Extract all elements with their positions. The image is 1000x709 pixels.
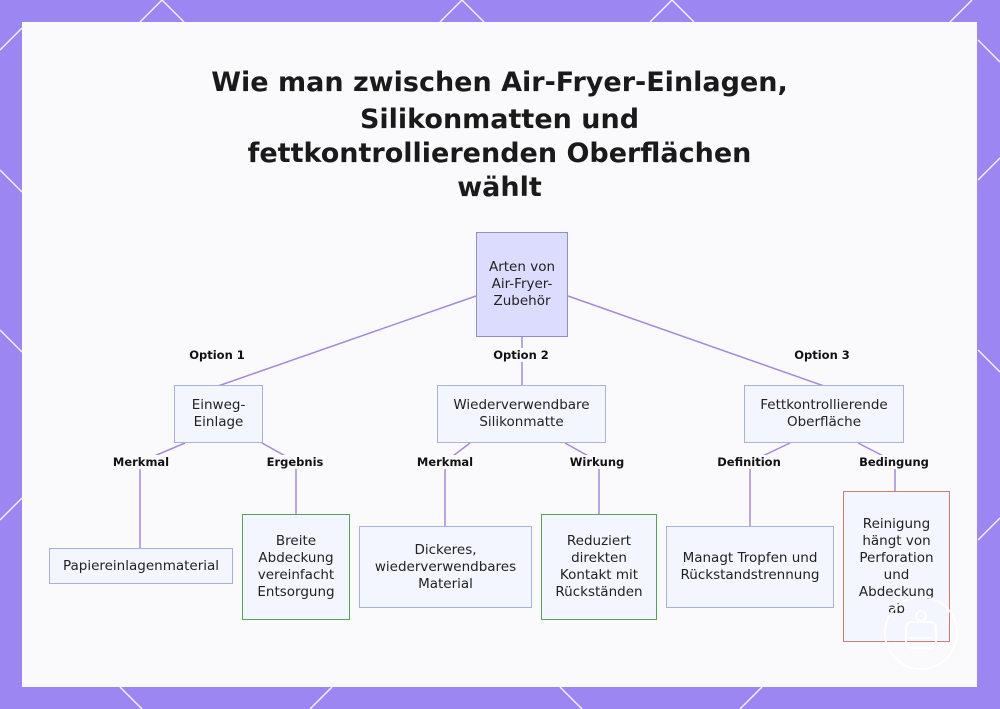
diagram-title-line-3: fettkontrollierenden Oberflächen (247, 138, 752, 169)
node-fettkontrollierende-oberflaeche: Fettkontrollierende Oberfläche (744, 385, 904, 443)
node-root: Arten von Air-Fryer-Zubehör (476, 232, 568, 337)
node-papiereinlagenmaterial: Papiereinlagenmaterial (49, 548, 233, 584)
node-breite-abdeckung: Breite Abdeckung vereinfacht Entsorgung (242, 514, 350, 620)
diagram-title-line-4: wählt (457, 172, 542, 203)
edge-root-fett (567, 295, 825, 387)
edge-einweg-breite (261, 442, 297, 514)
edge-label-option-3: Option 3 (792, 348, 852, 362)
node-reinigung-bedingung: Reinigung hängt von Perforation und Abde… (843, 491, 950, 642)
brand-logo-icon (884, 596, 958, 670)
edge-label-wirkung: Wirkung (567, 455, 627, 469)
node-reduziert-kontakt: Reduziert direkten Kontakt mit Rückständ… (541, 514, 657, 620)
edge-root-einweg (217, 295, 477, 387)
edge-silikon-reduziert (564, 442, 600, 514)
edge-label-definition: Definition (715, 455, 783, 469)
edge-label-merkmal-1: Merkmal (110, 455, 172, 469)
node-einweg-einlage: Einweg-Einlage (174, 385, 263, 443)
edge-label-merkmal-2: Merkmal (414, 455, 476, 469)
node-dickeres-material: Dickeres, wiederverwendbares Material (359, 526, 532, 608)
diagram-title-line-2: Silikonmatten und (359, 104, 640, 135)
edge-label-option-2: Option 2 (491, 348, 551, 362)
diagram-title-line-1: Wie man zwischen Air-Fryer-Einlagen, (211, 67, 788, 98)
node-silikonmatte: Wiederverwendbare Silikonmatte (437, 385, 606, 443)
edge-label-bedingung: Bedingung (857, 455, 931, 469)
edge-label-option-1: Option 1 (187, 348, 247, 362)
node-managt-tropfen: Managt Tropfen und Rückstandstrennung (666, 526, 834, 608)
edge-label-ergebnis: Ergebnis (264, 455, 326, 469)
